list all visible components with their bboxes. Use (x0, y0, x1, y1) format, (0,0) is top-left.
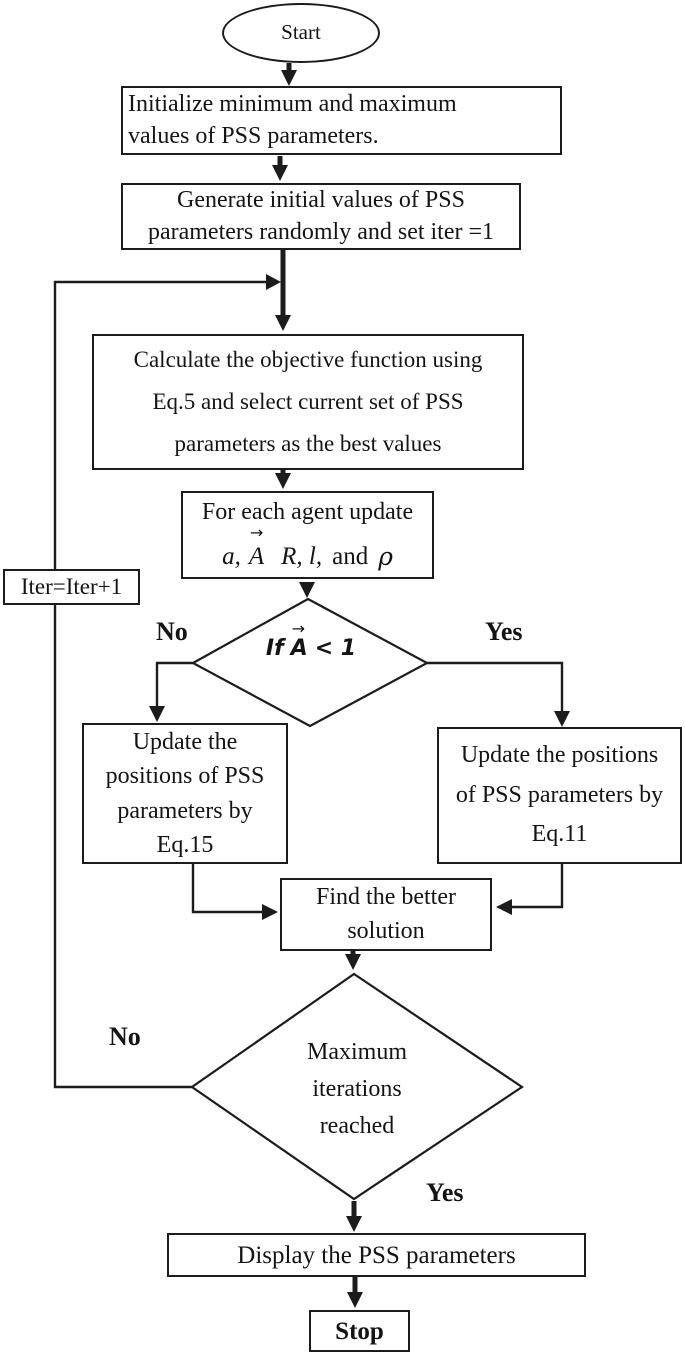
update-left-line4: Eq.15 (156, 831, 214, 858)
update-left-out-line (191, 864, 263, 914)
decision2-line1: Maximum (307, 1039, 407, 1065)
decision1-comparison: < 1 (314, 636, 357, 661)
math-A: A (248, 542, 265, 570)
decision2-condition: Maximum iterations reached (282, 1034, 432, 1146)
update-eq15-box: Update the positions of PSS parameters b… (82, 723, 288, 864)
start-label: Start (281, 20, 321, 45)
calculate-line2: Eq.5 and select current set of PSS (152, 389, 464, 415)
decision2-line3: reached (319, 1113, 395, 1140)
decision-diamonds (190, 597, 524, 1201)
decision1-yes-label: Yes (485, 617, 523, 646)
loop-back-line (53, 280, 266, 1089)
find-solution-box: Find the better solution (280, 878, 492, 951)
decision1-if: If (265, 636, 284, 661)
decision2-diamond (190, 972, 524, 1201)
decision1-no-label: No (156, 617, 188, 646)
decision1-A: A (290, 636, 308, 661)
math-R-l: R, l, (281, 542, 323, 570)
display-label: Display the PSS parameters (237, 1241, 516, 1269)
calculate-process-box: Calculate the objective function using E… (92, 334, 524, 470)
update-eq11-box: Update the positions of PSS parameters b… (437, 727, 682, 864)
update-right-out-line (511, 864, 564, 909)
iter-label: Iter=Iter+1 (20, 573, 123, 599)
decision2-line2: iterations (312, 1076, 402, 1103)
math-rho: ρ (378, 541, 393, 571)
decision1-vector-A: →A (290, 621, 308, 662)
update-right-line2: of PSS parameters by (455, 781, 664, 808)
update-left-line2: positions of PSS (105, 763, 265, 790)
decision1-diamond (190, 597, 430, 728)
decision1-yes-line (427, 661, 564, 713)
update-right-line3: Eq.11 (531, 821, 588, 848)
foreach-process-box: For each agent update a, →A R, l, and ρ (181, 491, 434, 579)
foreach-math-line: a, →A R, l, and ρ (218, 524, 397, 573)
stop-label: Stop (335, 1317, 384, 1345)
stop-terminator: Stop (309, 1310, 410, 1352)
find-line2: solution (347, 917, 425, 944)
find-line1: Find the better (316, 884, 456, 911)
display-result-box: Display the PSS parameters (167, 1233, 586, 1277)
decision1-no-line (155, 661, 193, 708)
update-right-line1: Update the positions (460, 742, 659, 769)
update-left-line1: Update the (132, 729, 238, 756)
math-a: a, (222, 542, 241, 570)
generate-line1: Generate initial values of PSS (177, 186, 465, 213)
init-process-box: Initialize minimum and maximum values of… (121, 86, 562, 155)
math-and: and (332, 542, 369, 570)
decision2-yes-label: Yes (426, 1178, 464, 1207)
decision1-condition: If →A < 1 (240, 621, 382, 662)
start-terminator: Start (222, 3, 380, 63)
generate-line2: parameters randomly and set iter =1 (147, 218, 495, 245)
iter-increment-box: Iter=Iter+1 (3, 569, 140, 605)
init-line2: values of PSS parameters. (128, 122, 379, 149)
init-line1: Initialize minimum and maximum (128, 90, 457, 117)
foreach-line1: For each agent update (201, 499, 414, 525)
decision2-no-label: No (109, 1022, 141, 1051)
update-left-line3: parameters by (117, 797, 253, 824)
calculate-line1: Calculate the objective function using (133, 347, 483, 373)
connector-lines-thin (53, 280, 564, 1089)
vector-arrow-icon: → (291, 619, 306, 638)
arrowheads (149, 70, 570, 1308)
generate-process-box: Generate initial values of PSS parameter… (121, 183, 521, 250)
vector-arrow-icon: → (249, 522, 264, 542)
calculate-line3: parameters as the best values (174, 430, 442, 456)
vector-A-symbol: →A (248, 524, 265, 573)
